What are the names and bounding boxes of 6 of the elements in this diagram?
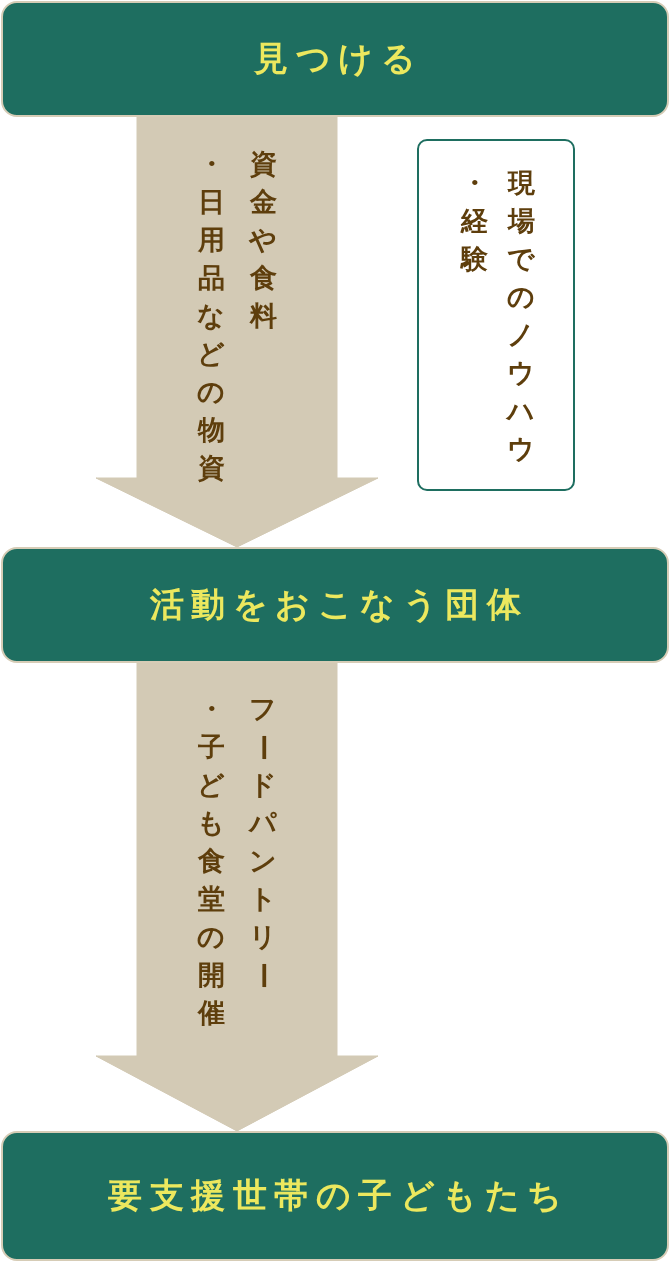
stage-box: 要支援世帯の子どもたち (1, 1131, 669, 1261)
note-card: 現場でのノウハウ・経験 (417, 139, 575, 491)
stage-box: 見つける (1, 1, 669, 117)
block-arrow (95, 116, 379, 548)
stage-box: 活動をおこなう団体 (1, 547, 669, 663)
block-arrow (95, 662, 379, 1132)
